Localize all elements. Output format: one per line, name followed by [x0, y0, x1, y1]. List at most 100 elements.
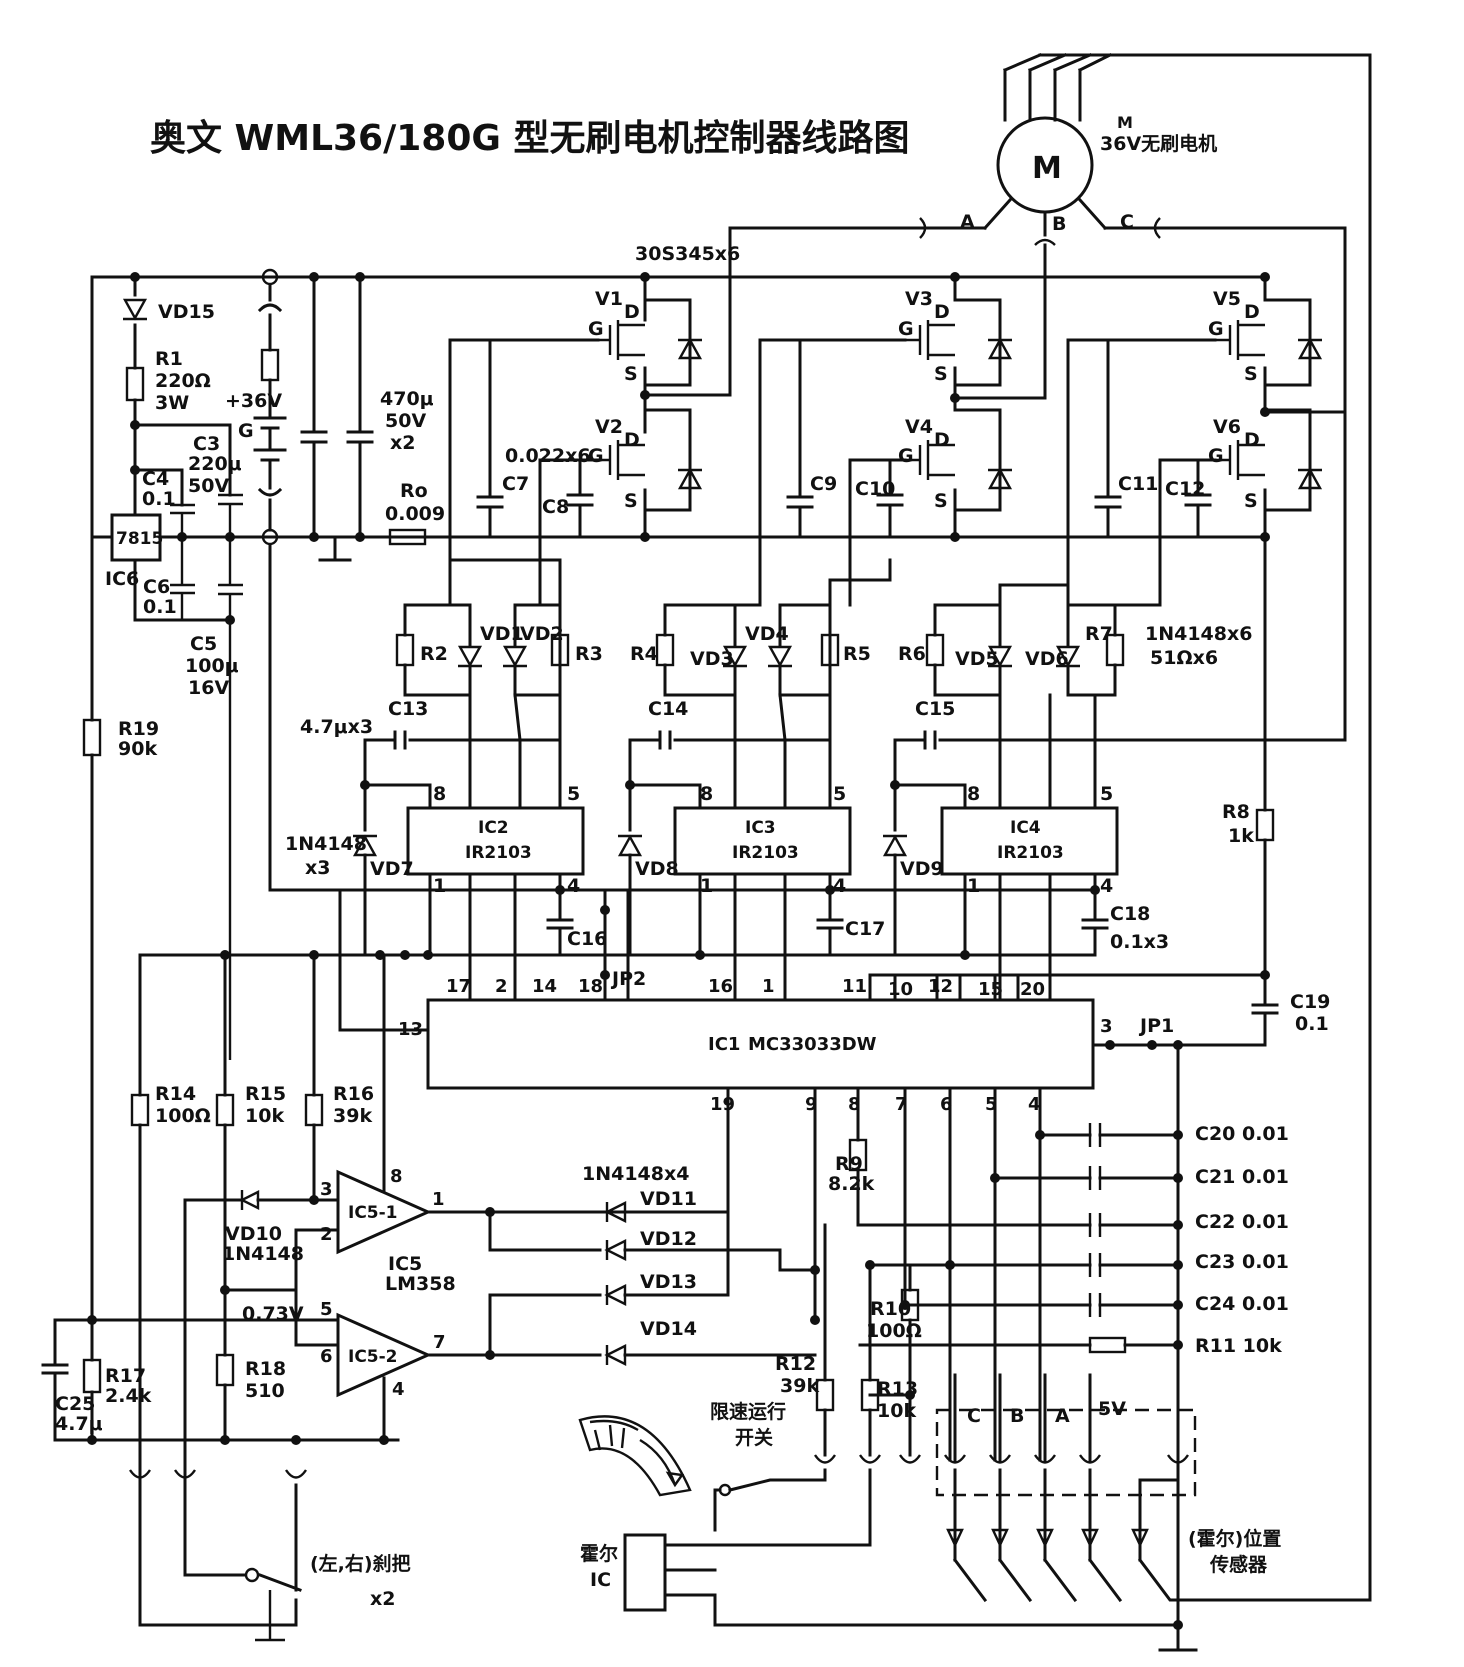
ground-mark: G	[238, 420, 254, 442]
gate-rd-labels: R2 VD1 VD2 R3 R4 VD3 VD4 R5 R6 VD5 VD6 R…	[420, 623, 1252, 670]
mosfet-leg-3	[1215, 275, 1323, 539]
phase-b-label: B	[1052, 213, 1066, 235]
svg-text:4: 4	[567, 875, 580, 897]
c7-label: C7	[502, 473, 529, 495]
svg-text:4: 4	[392, 1379, 405, 1400]
svg-text:LM358: LM358	[385, 1273, 456, 1295]
svg-text:VD2: VD2	[520, 623, 564, 645]
svg-text:14: 14	[532, 976, 557, 997]
opamp-pin-labels: 3 2 1 8 5 6 7 4	[320, 1166, 446, 1400]
shunt-ref: Ro	[400, 480, 428, 502]
svg-text:R3: R3	[575, 643, 603, 665]
svg-text:A: A	[1055, 1405, 1070, 1427]
svg-text:6: 6	[320, 1346, 333, 1367]
handlebar-qty: x2	[370, 1588, 395, 1610]
svg-text:5: 5	[1100, 783, 1113, 805]
controller-ic1: IC1 MC33033DW	[426, 998, 1095, 1090]
svg-text:C21 0.01: C21 0.01	[1195, 1166, 1289, 1188]
svg-text:12: 12	[928, 976, 953, 997]
svg-text:VD14: VD14	[640, 1318, 697, 1340]
svg-text:VD8: VD8	[635, 858, 679, 880]
svg-text:IR2103: IR2103	[732, 843, 799, 863]
svg-text:VD1: VD1	[480, 623, 524, 645]
svg-text:VD11: VD11	[640, 1188, 697, 1210]
svg-text:1: 1	[967, 875, 980, 897]
svg-text:4: 4	[1028, 1094, 1041, 1115]
svg-text:20: 20	[1020, 979, 1045, 1000]
svg-text:G: G	[588, 318, 604, 340]
svg-text:S: S	[934, 490, 948, 512]
svg-text:VD6: VD6	[1025, 648, 1069, 670]
driver-ic4: IC4 IR2103	[940, 806, 1119, 876]
vd15-label: VD15	[158, 301, 215, 323]
svg-text:1: 1	[433, 875, 446, 897]
svg-text:D: D	[934, 301, 950, 323]
svg-text:D: D	[934, 429, 950, 451]
svg-text:D: D	[624, 429, 640, 451]
handlebar-label: (左,右)刹把	[310, 1552, 411, 1575]
v5-label: V5	[1213, 288, 1241, 310]
svg-text:D: D	[1244, 429, 1260, 451]
hall-pin-labels: C B A 5V	[967, 1398, 1126, 1427]
v2-label: V2	[595, 416, 623, 438]
svg-text:1: 1	[700, 875, 713, 897]
svg-text:MC33033DW: MC33033DW	[748, 1034, 877, 1055]
svg-text:D: D	[624, 301, 640, 323]
svg-text:VD9: VD9	[900, 858, 944, 880]
mosfet-leg-2	[905, 275, 1013, 539]
mosfet-note: 30S345x6	[635, 243, 740, 265]
svg-text:G: G	[898, 318, 914, 340]
c16-label: C16	[567, 928, 607, 950]
c10-label: C10	[855, 478, 895, 500]
motor-ref: M	[1117, 113, 1133, 132]
svg-text:C13: C13	[388, 698, 428, 720]
c9-label: C9	[810, 473, 837, 495]
c11-label: C11	[1118, 473, 1158, 495]
v1-label: V1	[595, 288, 623, 310]
svg-text:VD13: VD13	[640, 1271, 697, 1293]
svg-text:7: 7	[433, 1332, 446, 1353]
svg-text:R4: R4	[630, 643, 658, 665]
mosfet-leg-1	[598, 275, 703, 539]
svg-text:S: S	[624, 490, 638, 512]
svg-text:IC1: IC1	[708, 1034, 740, 1055]
svg-text:R2: R2	[420, 643, 448, 665]
svg-text:R7: R7	[1085, 623, 1113, 645]
mosfet-pin-labels: GDS GDS GDS GDS GDS GDS	[588, 301, 1260, 512]
svg-text:S: S	[1244, 490, 1258, 512]
svg-text:VD7: VD7	[370, 858, 414, 880]
cap-bank-labels: C20 0.01 C21 0.01 C22 0.01 C23 0.01 C24 …	[1195, 1123, 1289, 1357]
speed-limit-switch: 限速运行开关	[578, 1400, 827, 1532]
svg-text:18: 18	[578, 976, 603, 997]
c12-label: C12	[1165, 478, 1205, 500]
v3-label: V3	[905, 288, 933, 310]
hall-connector-pins	[814, 1454, 1372, 1603]
svg-text:S: S	[1244, 363, 1258, 385]
svg-text:15: 15	[978, 979, 1003, 1000]
regulator-part: 7815	[116, 529, 163, 549]
svg-text:IC5-1: IC5-1	[348, 1203, 398, 1223]
motor-symbol: M M 36V无刷电机 A B C	[728, 52, 1372, 1602]
svg-text:C24 0.01: C24 0.01	[1195, 1293, 1289, 1315]
svg-text:VD3: VD3	[690, 648, 734, 670]
svg-text:VD5: VD5	[955, 648, 999, 670]
svg-text:IR2103: IR2103	[997, 843, 1064, 863]
